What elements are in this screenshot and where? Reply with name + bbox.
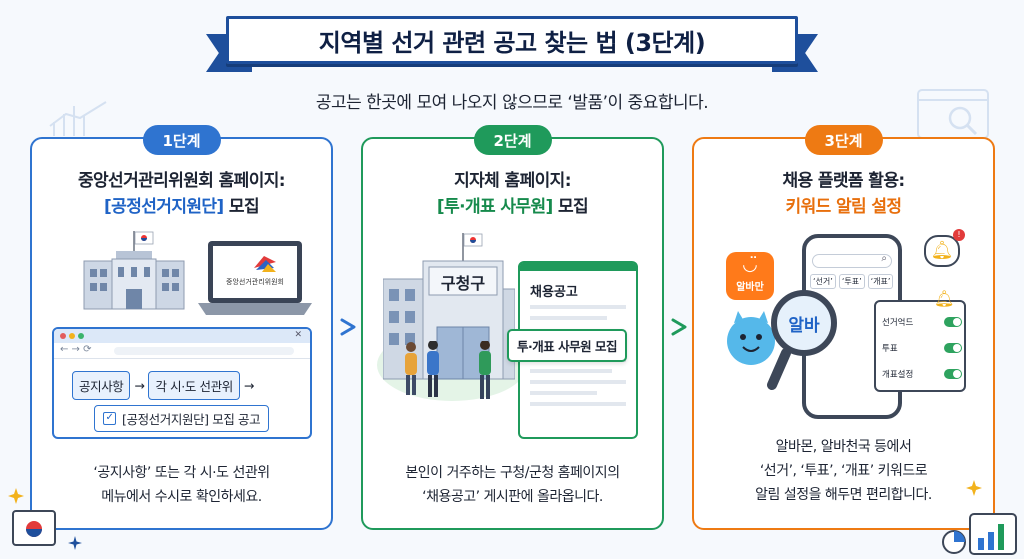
people-icon	[405, 341, 491, 399]
job-app-icon[interactable]: ◡̈ 알바만	[726, 252, 774, 300]
mascot-icon	[727, 311, 775, 365]
toggle-row[interactable]: 투표	[882, 342, 962, 354]
arrow-right-icon: →	[134, 378, 145, 393]
step-1-description: ‘공지사항’ 또는 각 시·도 선관위 메뉴에서 수시로 확인하세요.	[93, 465, 270, 505]
keyword-tags: ‘선거’ ‘투표’ ‘개표’	[810, 274, 894, 289]
toggle-row[interactable]: 선거억드	[882, 316, 962, 328]
sparkle-icon	[8, 488, 24, 504]
step-2-description: 본인이 거주하는 구청/군청 홈페이지의 ‘채용공고’ 게시판에 올라옵니다.	[405, 465, 620, 505]
step-1-card: 1단계 중앙선거관리위원회 홈페이지: [공정선거지원단] 모집 중앙선거관리위…	[30, 125, 333, 530]
notification-badge: !	[953, 229, 965, 241]
toggle-row[interactable]: 개표설정	[882, 368, 962, 380]
magnifier-icon	[767, 290, 837, 390]
sparkle-icon	[68, 536, 82, 550]
page-subtitle: 공고는 한곳에 모여 나오지 않으므로 ‘발품’이 중요합니다.	[315, 93, 709, 113]
page-title: 지역별 선거 관련 공고 찾는 법 (3단계)	[318, 28, 706, 57]
bell-icon: 🔔︎	[934, 289, 955, 308]
arrow-right-icon: →	[243, 378, 254, 393]
arrow-right-icon	[671, 318, 687, 336]
phone-search-bar[interactable]: ⌕	[812, 253, 892, 268]
building-sign: 구청구	[440, 274, 486, 293]
search-icon: ⌕	[881, 253, 887, 264]
step-2-subheading: [투·개표 사무원] 모집	[436, 197, 589, 217]
browser-titlebar: ✕	[54, 329, 310, 343]
step-3-description: 알바몬, 알바천국 등에서 ‘선거’, ‘투표’, ‘개표’ 키워드로 알림 설…	[755, 439, 932, 503]
sparkle-icon	[966, 480, 982, 496]
step-3-badge: 3단계	[804, 125, 883, 155]
job-board-title: 채용공고	[530, 285, 578, 300]
menu-path: 공지사항 → 각 시·도 선관위 →	[72, 371, 254, 400]
bell-notification-icon: 🔔︎	[924, 235, 960, 267]
job-posting-highlight[interactable]: 투·개표 사무원 모집	[507, 329, 627, 362]
step-1-subheading: [공정선거지원단] 모집	[103, 197, 260, 217]
arrow-right-icon	[340, 318, 356, 336]
step-3-card: 3단계 채용 플랫폼 활용: 키워드 알림 설정 ◡̈ 알바만 ⌕ ‘선거’ ‘…	[692, 125, 995, 530]
step-2-heading: 지자체 홈페이지:	[454, 171, 571, 191]
browser-navbar: ← → ⟳	[54, 343, 310, 359]
chart-window-icon	[942, 513, 1017, 555]
smile-icon: ◡̈	[742, 254, 758, 275]
background-chart-icon	[49, 101, 107, 136]
toggle-switch[interactable]	[944, 343, 962, 353]
toggle-switch[interactable]	[944, 317, 962, 327]
regional-commission-button[interactable]: 각 시·도 선관위	[148, 371, 240, 400]
back-forward-icon: ← → ⟳	[60, 344, 92, 355]
step-2-card: 2단계 지자체 홈페이지: [투·개표 사무원] 모집 구청구 채용공고	[361, 125, 664, 530]
step-3-subheading: 키워드 알림 설정	[785, 197, 903, 217]
notice-menu-button[interactable]: 공지사항	[72, 371, 131, 400]
nec-logo-icon	[254, 256, 276, 272]
step-3-heading: 채용 플랫폼 활용:	[782, 171, 905, 191]
election-commission-building-icon	[83, 231, 185, 310]
title-ribbon: 지역별 선거 관련 공고 찾는 법 (3단계)	[206, 16, 818, 72]
alert-settings-panel: 선거억드 투표 개표설정	[874, 300, 966, 392]
laptop-logo-text: 중앙선거관리위원회	[226, 278, 284, 286]
checkbox-checked-icon: ✓	[103, 412, 116, 425]
step-2-badge: 2단계	[473, 125, 552, 155]
result-notice-link[interactable]: ✓ [공정선거지원단] 모집 공고	[94, 405, 270, 432]
step-1-heading: 중앙선거관리위원회 홈페이지:	[77, 171, 286, 191]
magnifier-text: 알바	[788, 316, 820, 336]
step-1-badge: 1단계	[142, 125, 221, 155]
browser-window: ✕ ← → ⟳ 공지사항 → 각 시·도 선관위 → ✓ [공정선거지원단] 모…	[52, 327, 312, 439]
korean-flag-window-icon	[12, 510, 56, 546]
laptop-icon	[198, 241, 312, 315]
address-bar	[114, 347, 294, 355]
close-icon: ✕	[294, 330, 302, 340]
toggle-switch[interactable]	[944, 369, 962, 379]
